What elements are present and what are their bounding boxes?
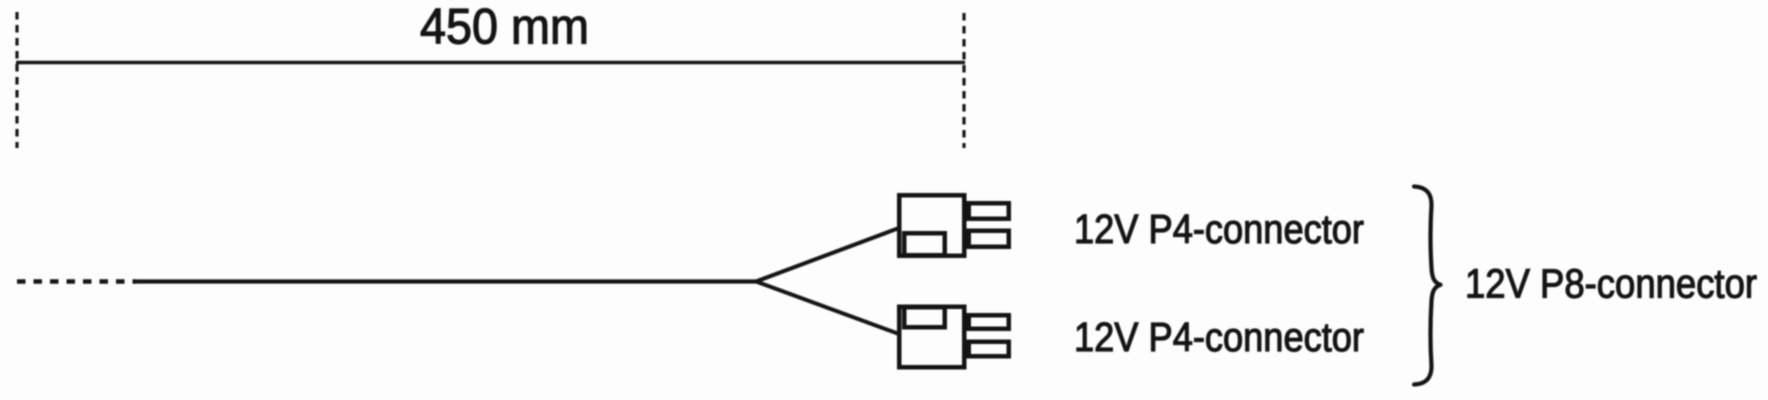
svg-text:12V P4-connector: 12V P4-connector bbox=[1074, 206, 1364, 252]
svg-text:450 mm: 450 mm bbox=[420, 0, 589, 55]
svg-text:12V P4-connector: 12V P4-connector bbox=[1074, 314, 1364, 360]
svg-text:12V P8-connector: 12V P8-connector bbox=[1465, 261, 1757, 307]
